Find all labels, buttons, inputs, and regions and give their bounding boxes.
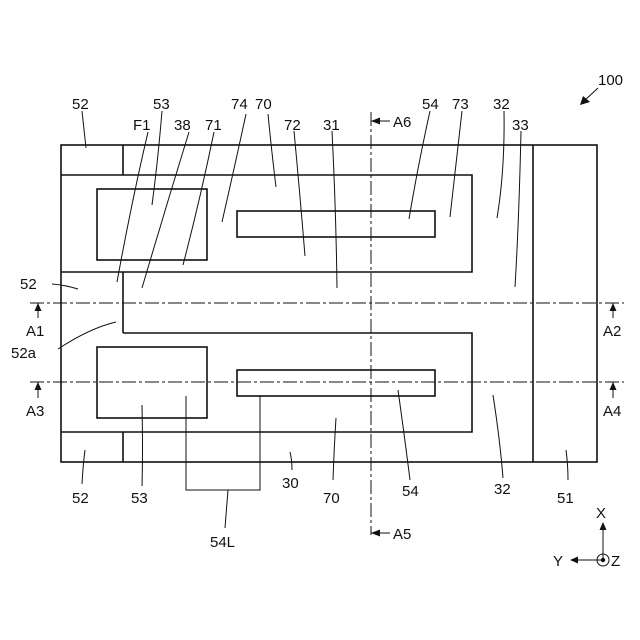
- arrow-a3: [35, 382, 42, 398]
- section-label-a5: A5: [393, 526, 411, 543]
- section-label-a6: A6: [393, 114, 411, 131]
- label-38: 38: [174, 117, 191, 134]
- section-label-a3: A3: [26, 403, 44, 420]
- label-74: 74: [231, 96, 248, 113]
- label-72: 72: [284, 117, 301, 134]
- label-73: 73: [452, 96, 469, 113]
- arrow-a1: [35, 303, 42, 318]
- axis-label-z: Z: [611, 553, 620, 570]
- label-32-bottom: 32: [494, 481, 511, 498]
- pad-53-upper: [97, 189, 207, 260]
- electrode-54-lower: [237, 370, 435, 396]
- label-53-bottom: 53: [131, 490, 148, 507]
- arrow-a2: [610, 303, 617, 318]
- bracket-54L-leader: [225, 490, 228, 528]
- label-54-top: 54: [422, 96, 439, 113]
- label-52-bottom: 52: [72, 490, 89, 507]
- label-71: 71: [205, 117, 222, 134]
- arrow-a6: [371, 118, 390, 125]
- arrow-a5: [371, 530, 390, 537]
- label-100: 100: [598, 72, 623, 89]
- label-52-top: 52: [72, 96, 89, 113]
- bracket-54L: [186, 396, 260, 490]
- label-54L: 54L: [210, 534, 235, 551]
- label-52-mid: 52: [20, 276, 37, 293]
- section-label-a1: A1: [26, 323, 44, 340]
- label-f1: F1: [133, 117, 151, 134]
- label-53-top: 53: [153, 96, 170, 113]
- label-31: 31: [323, 117, 340, 134]
- label-70-bottom: 70: [323, 490, 340, 507]
- label-30: 30: [282, 475, 299, 492]
- arrow-a4: [610, 382, 617, 398]
- label-52a: 52a: [11, 345, 37, 362]
- axis-label-y: Y: [553, 553, 563, 570]
- label-32-top: 32: [493, 96, 510, 113]
- label-33: 33: [512, 117, 529, 134]
- label-70-top: 70: [255, 96, 272, 113]
- ref-100-arrow: [580, 88, 598, 105]
- section-label-a4: A4: [603, 403, 621, 420]
- axis-label-x: X: [596, 505, 606, 522]
- section-label-a2: A2: [603, 323, 621, 340]
- label-54-bottom: 54: [402, 483, 419, 500]
- label-51: 51: [557, 490, 574, 507]
- leader-lines: [52, 111, 568, 486]
- coordinate-axes: [570, 522, 609, 566]
